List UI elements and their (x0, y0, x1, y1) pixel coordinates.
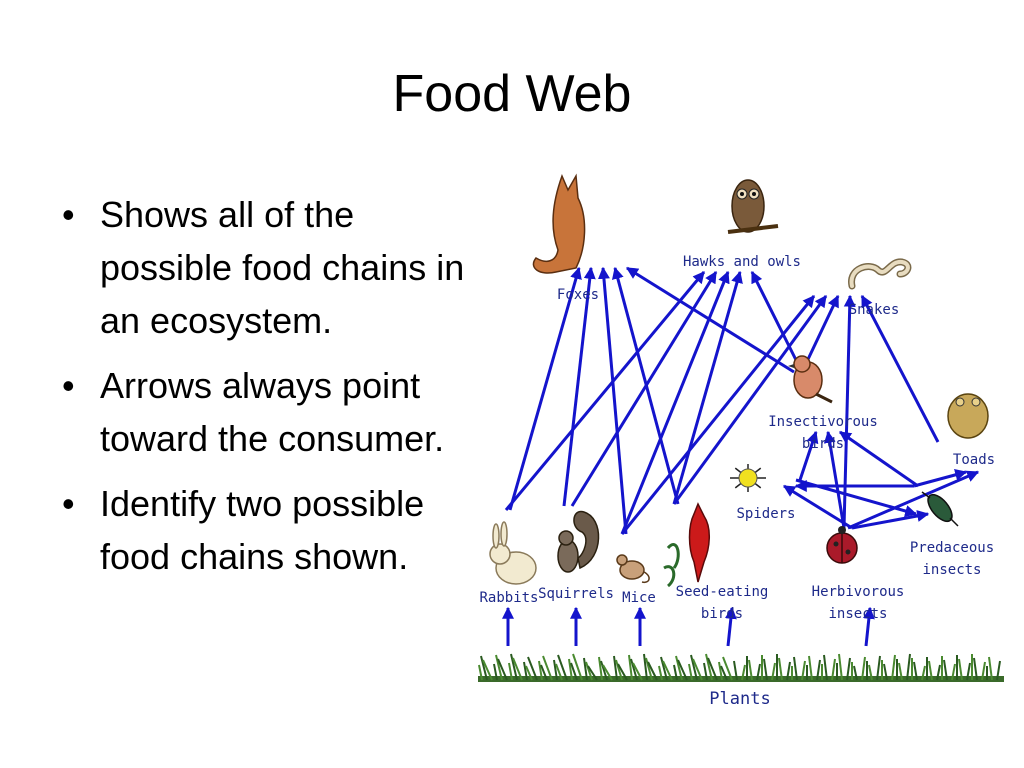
arrow-predaceous-insects-to-toads (913, 469, 968, 488)
label-foxes: Foxes (557, 287, 599, 303)
arrow-rabbits-to-hawks (504, 271, 706, 511)
arrow-herbivorous-insects-to-insectivorous-birds (823, 430, 846, 529)
grass-icon (478, 653, 1004, 682)
label-predaceous-insects-line-2: insects (922, 562, 981, 578)
label-seed-eating-birds-line-2: birds (701, 606, 743, 622)
label-rabbits: Rabbits (479, 590, 538, 606)
arrow-plants-to-herbivorous-insects (862, 606, 875, 647)
label-spiders: Spiders (736, 506, 795, 522)
arrow-seed-eating-birds-to-hawks (672, 270, 743, 505)
label-toads: Toads (953, 452, 995, 468)
arrow-squirrels-to-foxes (562, 266, 596, 507)
arrow-mice-to-foxes (597, 266, 628, 535)
squirrel-icon (557, 510, 600, 573)
arrow-spiders-to-insectivorous-birds (798, 430, 819, 481)
label-insectivorous-birds-line-1: Insectivorous (768, 414, 878, 430)
bullet-item: Shows all of the possible food chains in… (62, 188, 482, 347)
spider-icon (730, 464, 766, 492)
arrow-toads-to-snakes (860, 294, 940, 443)
rabbit-icon (489, 521, 537, 585)
arrow-herbivorous-insects-to-toads (847, 470, 980, 530)
slide-title: Food Web (392, 65, 632, 123)
arrow-predaceous-insects-to-insectivorous-birds (839, 430, 919, 488)
label-insectivorous-birds-line-2: birds (802, 436, 844, 452)
arrow-herbivorous-insects-to-snakes (842, 294, 856, 529)
arrow-mice-to-hawks (620, 270, 730, 535)
food-web-arrows (502, 266, 980, 647)
snake-icon (848, 258, 912, 290)
arrow-plants-to-seed-eating-birds (724, 606, 737, 647)
label-plants: Plants (709, 689, 770, 709)
ladybug-icon (826, 526, 858, 564)
arrow-seed-eating-birds-to-snakes (672, 295, 828, 505)
arrow-herbivorous-insects-to-predaceous-insects (851, 510, 930, 530)
owl-icon (727, 179, 779, 234)
beetle-icon (921, 491, 959, 527)
mouse-icon (616, 554, 650, 584)
small-bird-icon (788, 355, 833, 404)
bullet-item: Arrows always point toward the consumer. (62, 359, 482, 465)
arrow-insectivorous-birds-to-hawks (750, 270, 804, 373)
arrow-squirrels-to-hawks (570, 270, 718, 507)
label-seed-eating-birds-line-1: Seed-eating (676, 584, 769, 600)
arrow-rabbits-to-foxes (508, 266, 582, 511)
cardinal-icon (663, 502, 710, 588)
label-mice: Mice (622, 590, 656, 606)
label-herbivorous-insects-line-1: Herbivorous (812, 584, 905, 600)
label-snakes: Snakes (849, 302, 900, 318)
label-herbivorous-insects-line-2: insects (828, 606, 887, 622)
label-hawks: Hawks and owls (683, 254, 801, 270)
toad-icon (947, 393, 989, 439)
label-squirrels: Squirrels (538, 586, 614, 602)
organism-icons (478, 173, 1004, 682)
fox-icon (532, 173, 586, 274)
label-predaceous-insects-line-1: Predaceous (910, 540, 994, 556)
bullet-list: Shows all of the possible food chains in… (62, 188, 482, 595)
bullet-item: Identify two possible food chains shown. (62, 477, 482, 583)
arrow-herbivorous-insects-to-spiders (782, 484, 853, 530)
arrow-mice-to-snakes (620, 295, 816, 535)
